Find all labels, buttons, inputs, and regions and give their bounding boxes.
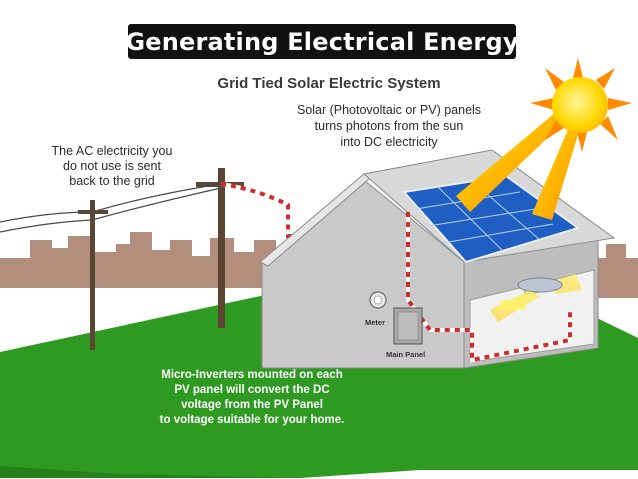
house (259, 149, 616, 369)
meter-label: Meter (365, 318, 385, 327)
pv-note-line: turns photons from the sun (315, 119, 464, 133)
inverter-note: Micro-Inverters mounted on each PV panel… (160, 369, 345, 426)
electric-meter (369, 291, 387, 309)
inverter-note-line: to voltage suitable for your home. (160, 414, 345, 426)
grid-note-line: back to the grid (69, 174, 155, 188)
sun-icon (530, 58, 632, 152)
grid-note-line: do not use is sent (63, 159, 162, 173)
pv-note: Solar (Photovoltaic or PV) panels turns … (297, 103, 481, 149)
grid-note-line: The AC electricity you (52, 144, 173, 158)
inverter-note-line: PV panel will convert the DC (174, 384, 329, 396)
main-panel-label: Main Panel (386, 350, 425, 359)
grid-note: The AC electricity you do not use is sen… (52, 144, 173, 188)
diagram-subtitle: Grid Tied Solar Electric System (217, 75, 440, 92)
inverter-note-line: voltage from the PV Panel (181, 399, 323, 411)
pv-note-line: into DC electricity (340, 135, 438, 149)
inverter-note-line: Micro-Inverters mounted on each (161, 369, 342, 381)
sun-beams (456, 112, 580, 220)
ceiling-lamp (490, 274, 582, 322)
slide-title: Generating Electrical Energy (125, 24, 518, 59)
city-skyline (0, 232, 638, 298)
interior-dc-wire (406, 212, 572, 363)
pv-note-line: Solar (Photovoltaic or PV) panels (297, 103, 481, 117)
